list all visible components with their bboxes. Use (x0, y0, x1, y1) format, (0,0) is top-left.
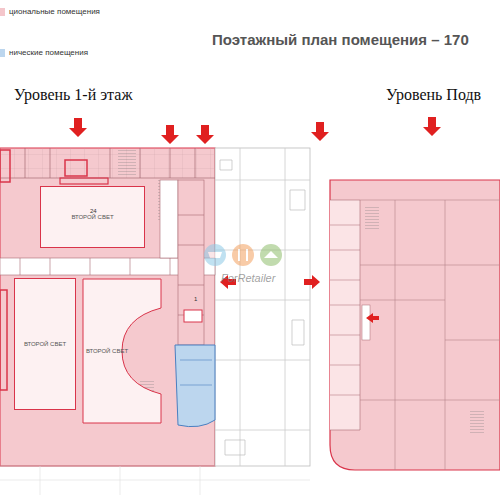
watermark: ForRetailer (221, 272, 275, 284)
area-label: ВТОРОЙ СВЕТ (86, 348, 128, 355)
watermark-icons (204, 244, 282, 266)
room-number: 1 (194, 296, 197, 302)
room-number: 24 (90, 208, 97, 214)
page-title: Поэтажный план помещения – 170 (212, 31, 469, 48)
plan-heading: Уровень Подв (386, 86, 481, 104)
floor-plan-level: Уровень Подв (320, 86, 500, 476)
legend-row: нические помещения (0, 48, 88, 57)
double-height-area: ВТОРОЙ СВЕТ (40, 186, 145, 248)
first-floor-plan (0, 148, 310, 495)
legend-swatch (0, 8, 5, 16)
basement-plan (330, 180, 500, 470)
legend-text: нические помещения (9, 48, 88, 57)
legend-row: циональные помещения (0, 7, 100, 16)
plan-heading: Уровень 1-й этаж (14, 86, 132, 104)
area-label: ВТОРОЙ СВЕТ (71, 214, 113, 221)
legend-swatch (0, 49, 5, 57)
legend-text: циональные помещения (9, 7, 100, 16)
double-height-area: ВТОРОЙ СВЕТ (14, 278, 76, 410)
double-height-area: ВТОРОЙ СВЕТ (82, 278, 162, 424)
area-label: ВТОРОЙ СВЕТ (24, 341, 66, 348)
